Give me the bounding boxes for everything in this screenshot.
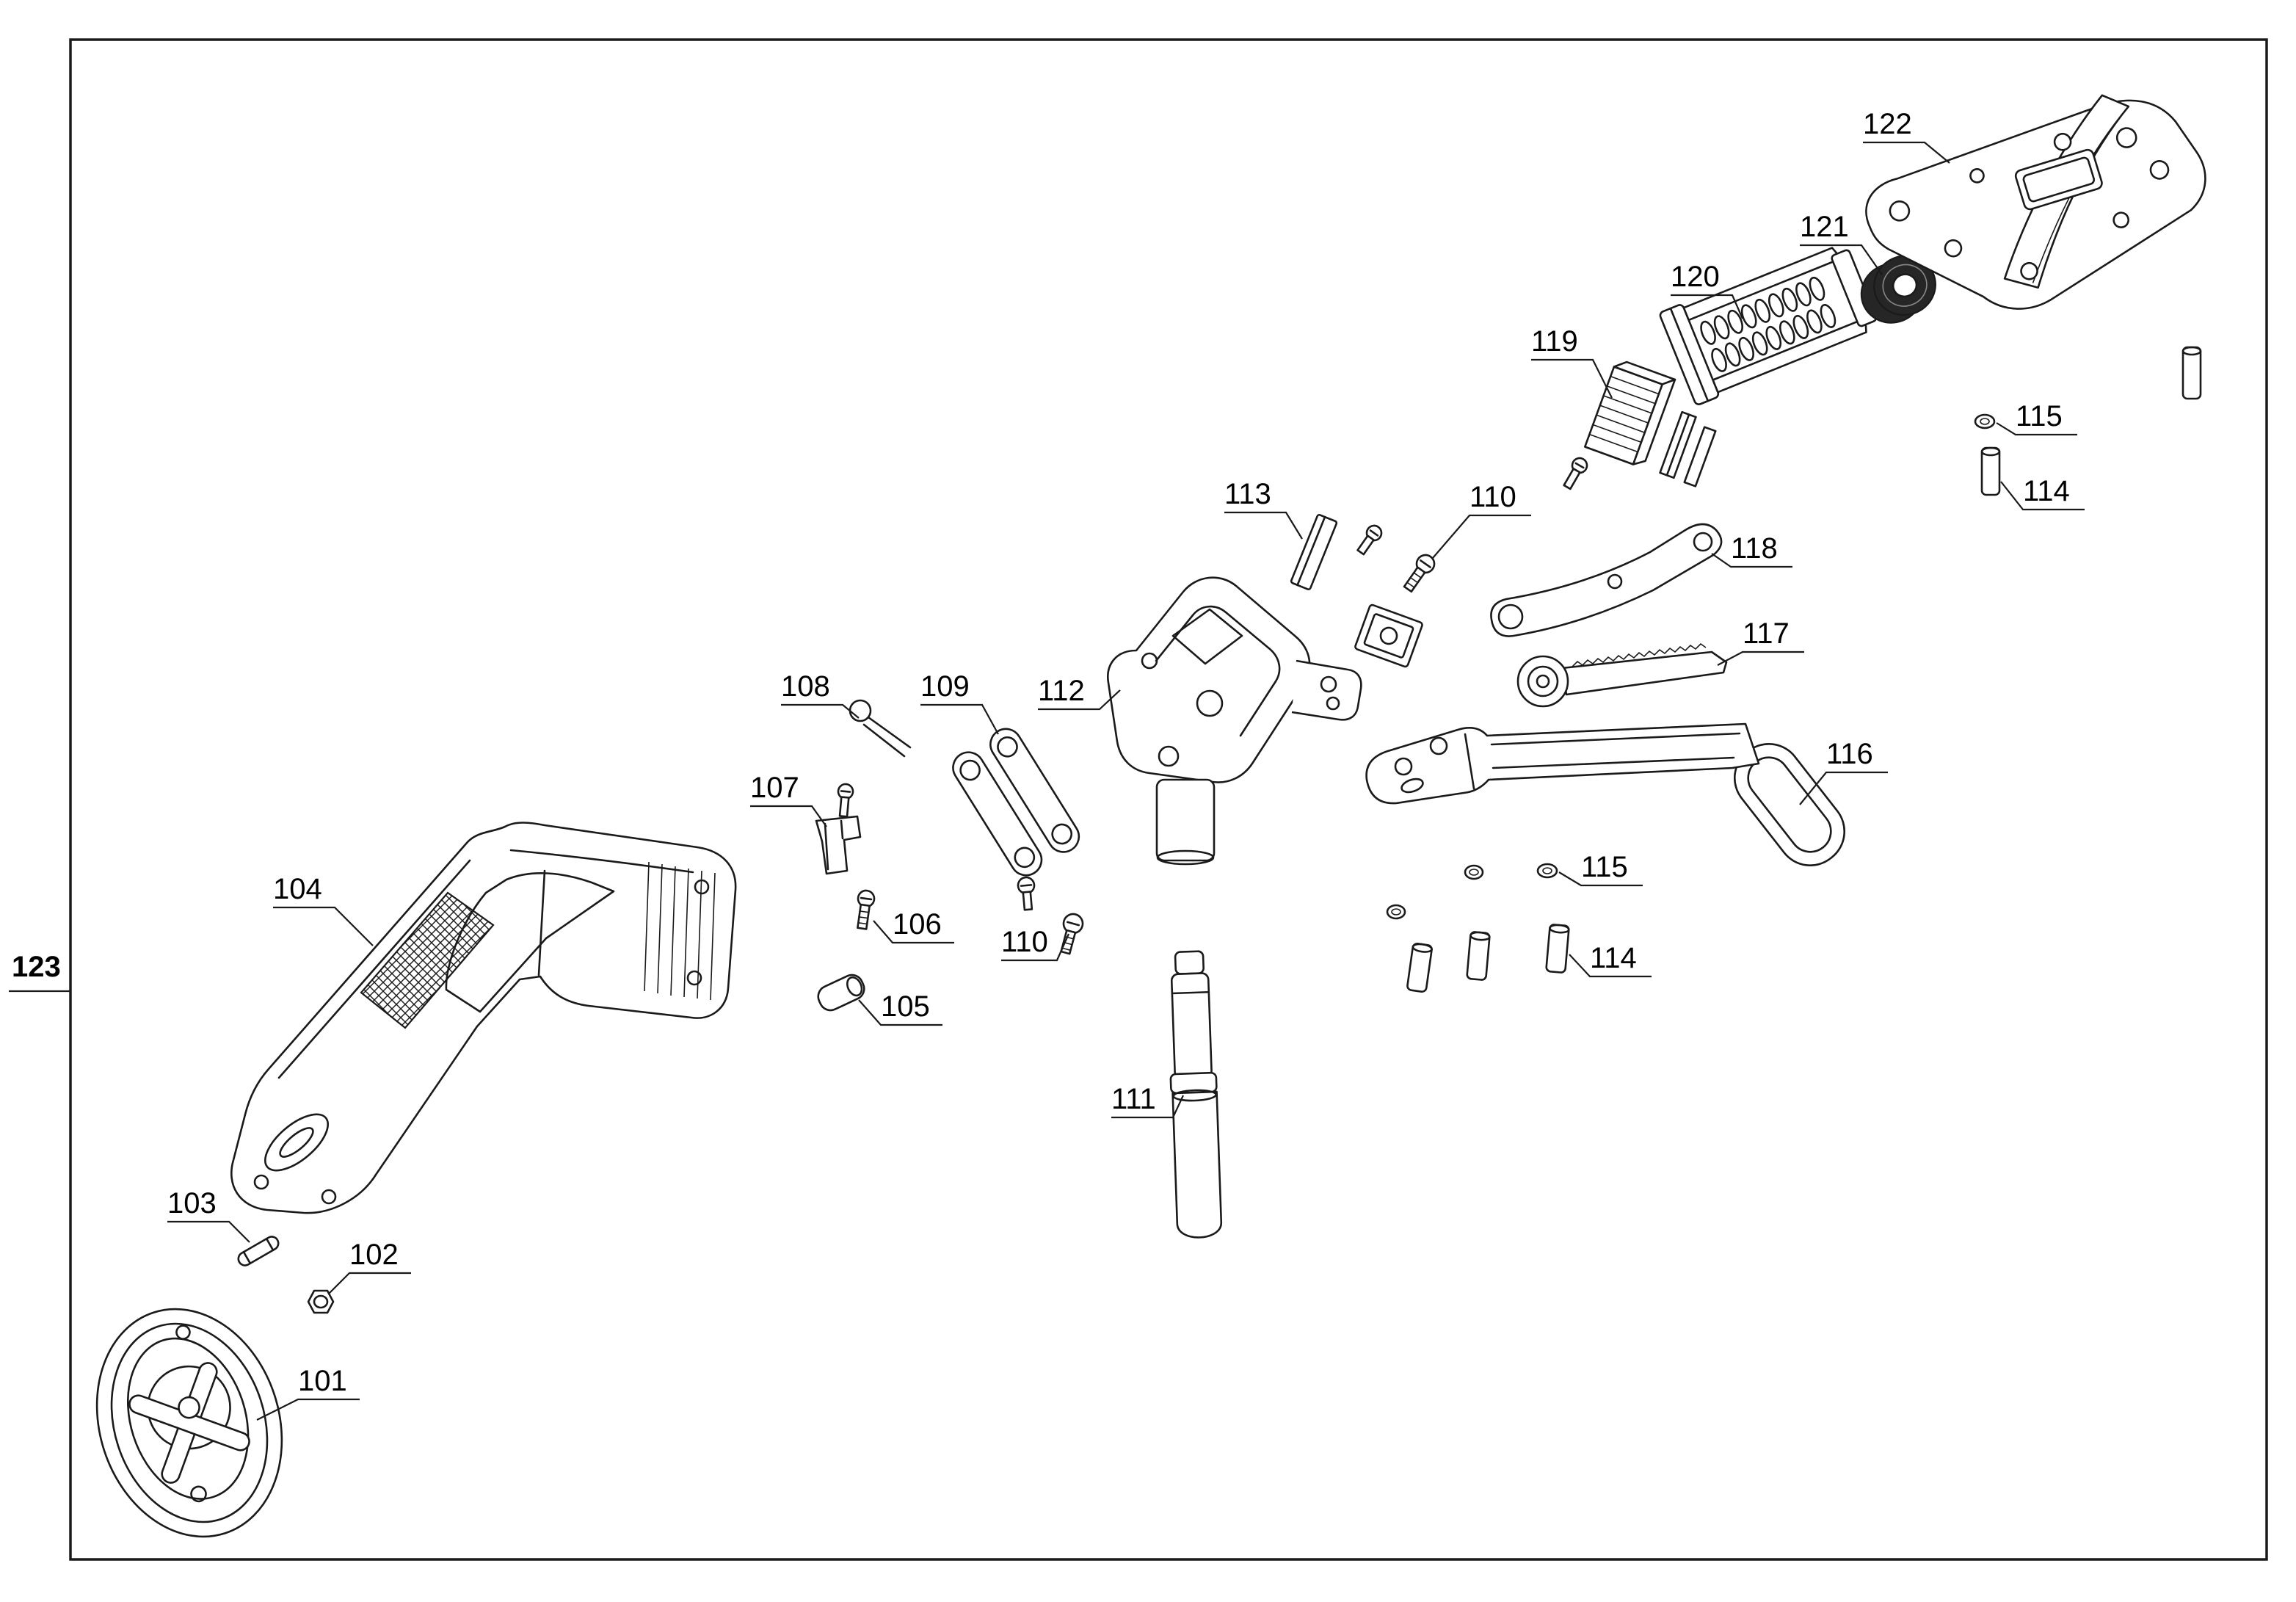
callout-108-label: 108 <box>781 670 830 703</box>
callout-117-label: 117 <box>1743 617 1790 650</box>
callout-114-bottom: 114 <box>1569 942 1652 978</box>
part-116-fence-arm <box>1365 722 1846 866</box>
part-111-rod <box>1169 950 1223 1239</box>
part-114-pin-right <box>1980 446 2001 496</box>
callout-104-label: 104 <box>273 873 322 905</box>
spring-upper <box>1700 276 1825 345</box>
callout-121: 121 <box>1800 211 1883 275</box>
callout-107: 107 <box>750 772 827 827</box>
part-screw-small-2 <box>1356 524 1383 556</box>
part-109-link-plates <box>952 728 1080 877</box>
callout-115-right-label: 115 <box>2016 400 2063 432</box>
callout-114-right-label: 114 <box>2023 475 2070 507</box>
callout-122-label: 122 <box>1863 108 1912 140</box>
callout-111: 111 <box>1111 1083 1184 1119</box>
callout-114-bottom-label: 114 <box>1590 942 1637 974</box>
callout-103-label: 103 <box>167 1187 217 1219</box>
part-114-pin-bottom-a <box>1406 942 1433 993</box>
callout-115-right: 115 <box>1996 400 2077 436</box>
part-101-wheel <box>95 1308 283 1538</box>
callout-110-left: 110 <box>1001 926 1070 962</box>
part-115-ring-bottom-b <box>1464 864 1484 880</box>
part-115-ring-right <box>1974 413 1996 430</box>
callout-116-label: 116 <box>1826 738 1873 770</box>
part-114-pin-bottom-b <box>1466 931 1491 981</box>
callout-101-label: 101 <box>298 1365 347 1397</box>
callout-112: 112 <box>1038 675 1121 711</box>
callout-108: 108 <box>781 670 860 719</box>
callout-123-frame: 123 <box>9 951 70 993</box>
callout-118: 118 <box>1711 532 1792 568</box>
callout-104: 104 <box>273 873 374 946</box>
part-screw-small <box>1017 876 1036 911</box>
part-spacer-block <box>1354 604 1423 668</box>
callout-116: 116 <box>1799 738 1888 805</box>
part-pin-far-right <box>2181 346 2202 400</box>
callout-117: 117 <box>1717 617 1804 666</box>
part-112-housing <box>1107 576 1362 866</box>
part-103-pin <box>237 1236 280 1266</box>
callout-102-label: 102 <box>349 1239 399 1271</box>
callout-111-label: 111 <box>1111 1083 1156 1115</box>
callout-109-label: 109 <box>920 670 970 703</box>
callout-115-bottom-label: 115 <box>1581 851 1628 883</box>
callout-110-right: 110 <box>1432 481 1531 559</box>
callout-120-label: 120 <box>1671 261 1720 293</box>
part-110-screw-left <box>1060 913 1084 955</box>
part-118-lever-arm <box>1490 523 1723 637</box>
callout-105-label: 105 <box>881 990 930 1023</box>
callout-118-label: 118 <box>1731 532 1778 565</box>
callout-112-label: 112 <box>1038 675 1085 707</box>
part-115-ring-bottom <box>1536 863 1558 879</box>
part-119-grooved-block <box>1563 360 1717 490</box>
callout-115-bottom: 115 <box>1558 851 1643 887</box>
callout-119: 119 <box>1531 325 1613 399</box>
callout-107-label: 107 <box>750 772 799 804</box>
part-104-handle <box>230 822 737 1214</box>
callout-106: 106 <box>873 908 954 944</box>
callout-109: 109 <box>920 670 999 735</box>
callout-122: 122 <box>1863 108 1950 164</box>
part-102-nut <box>307 1289 335 1314</box>
part-113-slide-bar <box>1290 514 1338 590</box>
callout-106-label: 106 <box>893 908 942 940</box>
callout-123-label: 123 <box>12 951 61 983</box>
part-108-cotter-pin <box>849 699 912 758</box>
callout-119-label: 119 <box>1531 325 1578 358</box>
part-115-ring-bottom-a <box>1386 904 1406 920</box>
part-122-top-plate <box>1865 94 2206 310</box>
spring-lower <box>1711 303 1837 372</box>
callout-105: 105 <box>858 990 942 1026</box>
part-110-screw-right <box>1403 554 1436 593</box>
callout-120: 120 <box>1671 261 1744 319</box>
callout-113-label: 113 <box>1224 478 1271 510</box>
part-114-pin-bottom <box>1545 924 1570 974</box>
part-117-serrated-arm <box>1516 642 1728 708</box>
part-107-clip <box>815 783 862 875</box>
callout-110-left-label: 110 <box>1001 926 1048 958</box>
callout-110-right-label: 110 <box>1469 481 1516 513</box>
callout-101: 101 <box>256 1365 360 1421</box>
part-105-bushing <box>817 974 865 1012</box>
part-106-screw <box>857 889 876 930</box>
callout-103: 103 <box>167 1187 250 1243</box>
callout-121-label: 121 <box>1800 211 1849 243</box>
drawing-frame <box>69 38 2268 1561</box>
callout-114-right: 114 <box>2000 475 2085 511</box>
part-121-grommet <box>1860 255 1936 324</box>
callout-102: 102 <box>328 1239 411 1294</box>
callout-113: 113 <box>1224 478 1303 540</box>
